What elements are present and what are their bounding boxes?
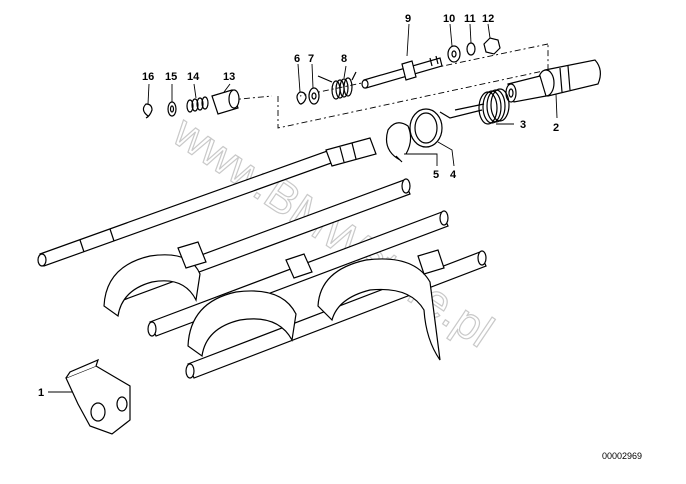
callout-5: 5 [433, 169, 439, 181]
part-15-washer [167, 101, 177, 117]
part-10-washer [447, 45, 461, 63]
part-9-shift-rod [361, 55, 443, 89]
part-16-clip [142, 103, 153, 119]
part-8-spring [317, 71, 357, 100]
part-3-torsion-spring [439, 88, 510, 125]
callout-15: 15 [165, 71, 177, 83]
callout-6: 6 [294, 53, 300, 65]
part-13-sleeve [211, 89, 240, 115]
callout-8: 8 [341, 53, 347, 65]
part-4-ring [409, 108, 443, 148]
shift-fork-2 [187, 253, 313, 358]
callout-3: 3 [520, 119, 526, 131]
leader-lines [48, 23, 558, 393]
callout-13: 13 [223, 71, 235, 83]
callout-2: 2 [553, 122, 559, 134]
callout-10: 10 [443, 13, 455, 25]
shift-fork-1 [103, 241, 207, 318]
part-6-small-circlip [296, 91, 307, 105]
part-12-nut [483, 37, 501, 55]
callout-12: 12 [482, 13, 494, 25]
callout-4: 4 [450, 169, 457, 181]
part-11-ring [466, 42, 476, 56]
callout-9: 9 [405, 13, 411, 25]
callout-11: 11 [464, 13, 476, 25]
selector-shaft [37, 137, 377, 267]
part-1-selector-finger [65, 358, 131, 435]
part-2-sleeve [505, 59, 601, 103]
callout-16: 16 [142, 71, 154, 83]
part-7-washer [308, 87, 320, 105]
part-5-circlip [385, 122, 412, 163]
reference-number: 00002969 [602, 451, 642, 461]
callout-7: 7 [308, 53, 314, 65]
part-14-spring [186, 96, 209, 113]
callout-14: 14 [187, 71, 200, 83]
callout-1: 1 [38, 387, 44, 399]
shift-fork-3 [317, 249, 445, 361]
